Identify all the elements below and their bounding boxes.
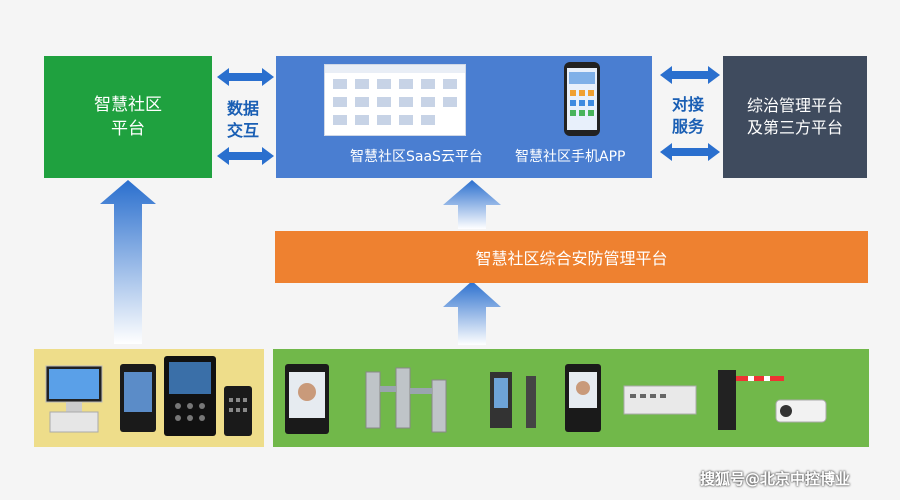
barrier-gate-icon — [718, 370, 784, 430]
data-exchange-line1: 数据 — [226, 99, 259, 118]
data-exchange-line2: 交互 — [226, 121, 259, 140]
docking-service-label: 对接 服务 — [662, 94, 714, 138]
data-exchange-label: 数据 交互 — [218, 98, 268, 142]
phone-screen — [567, 68, 597, 130]
right-bottom-double-arrow — [660, 143, 720, 161]
community-platform-line1: 智慧社区 — [94, 95, 162, 115]
turnstile-gates-icon — [365, 367, 447, 433]
saas-screen-image — [324, 64, 466, 136]
card-reader-icon — [224, 386, 252, 436]
community-platform-line2: 平台 — [111, 119, 145, 139]
mobile-app-label: 智慧社区手机APP — [515, 149, 626, 165]
right-top-double-arrow — [660, 66, 720, 84]
docking-service-line1: 对接 — [671, 95, 704, 114]
controller-box-icon — [623, 385, 697, 415]
access-control-panel-icon — [164, 356, 216, 436]
docking-service-line2: 服务 — [671, 117, 704, 136]
app-icons-icon — [569, 72, 595, 116]
security-management-platform-box: 智慧社区综合安防管理平台 — [275, 231, 868, 283]
security-platform-label: 智慧社区综合安防管理平台 — [475, 249, 668, 268]
saas-platform-label: 智慧社区SaaS云平台 — [350, 149, 483, 165]
surveillance-camera-icon — [775, 399, 827, 423]
saas-dashboard-icon — [325, 65, 465, 125]
left-bottom-double-arrow — [217, 147, 274, 165]
left-top-double-arrow — [217, 68, 274, 86]
face-terminal-icon — [120, 364, 156, 432]
center-upper-up-arrow — [443, 180, 501, 229]
third-party-platform-box: 综治管理平台 及第三方平台 — [723, 56, 867, 178]
center-lower-up-arrow — [443, 281, 501, 345]
speed-gate-icon — [490, 372, 536, 428]
phone-app-image — [564, 62, 600, 136]
third-party-line2: 及第三方平台 — [746, 118, 843, 137]
face-recognition-device-icon — [285, 364, 329, 434]
watermark-text: 搜狐号@北京中控博业 — [700, 470, 851, 488]
community-platform-box: 智慧社区 平台 — [44, 56, 212, 178]
third-party-line1: 综治管理平台 — [746, 96, 843, 115]
pos-terminal-icon — [45, 365, 103, 433]
face-gate-terminal-icon — [565, 364, 601, 432]
left-up-arrow — [100, 180, 156, 344]
